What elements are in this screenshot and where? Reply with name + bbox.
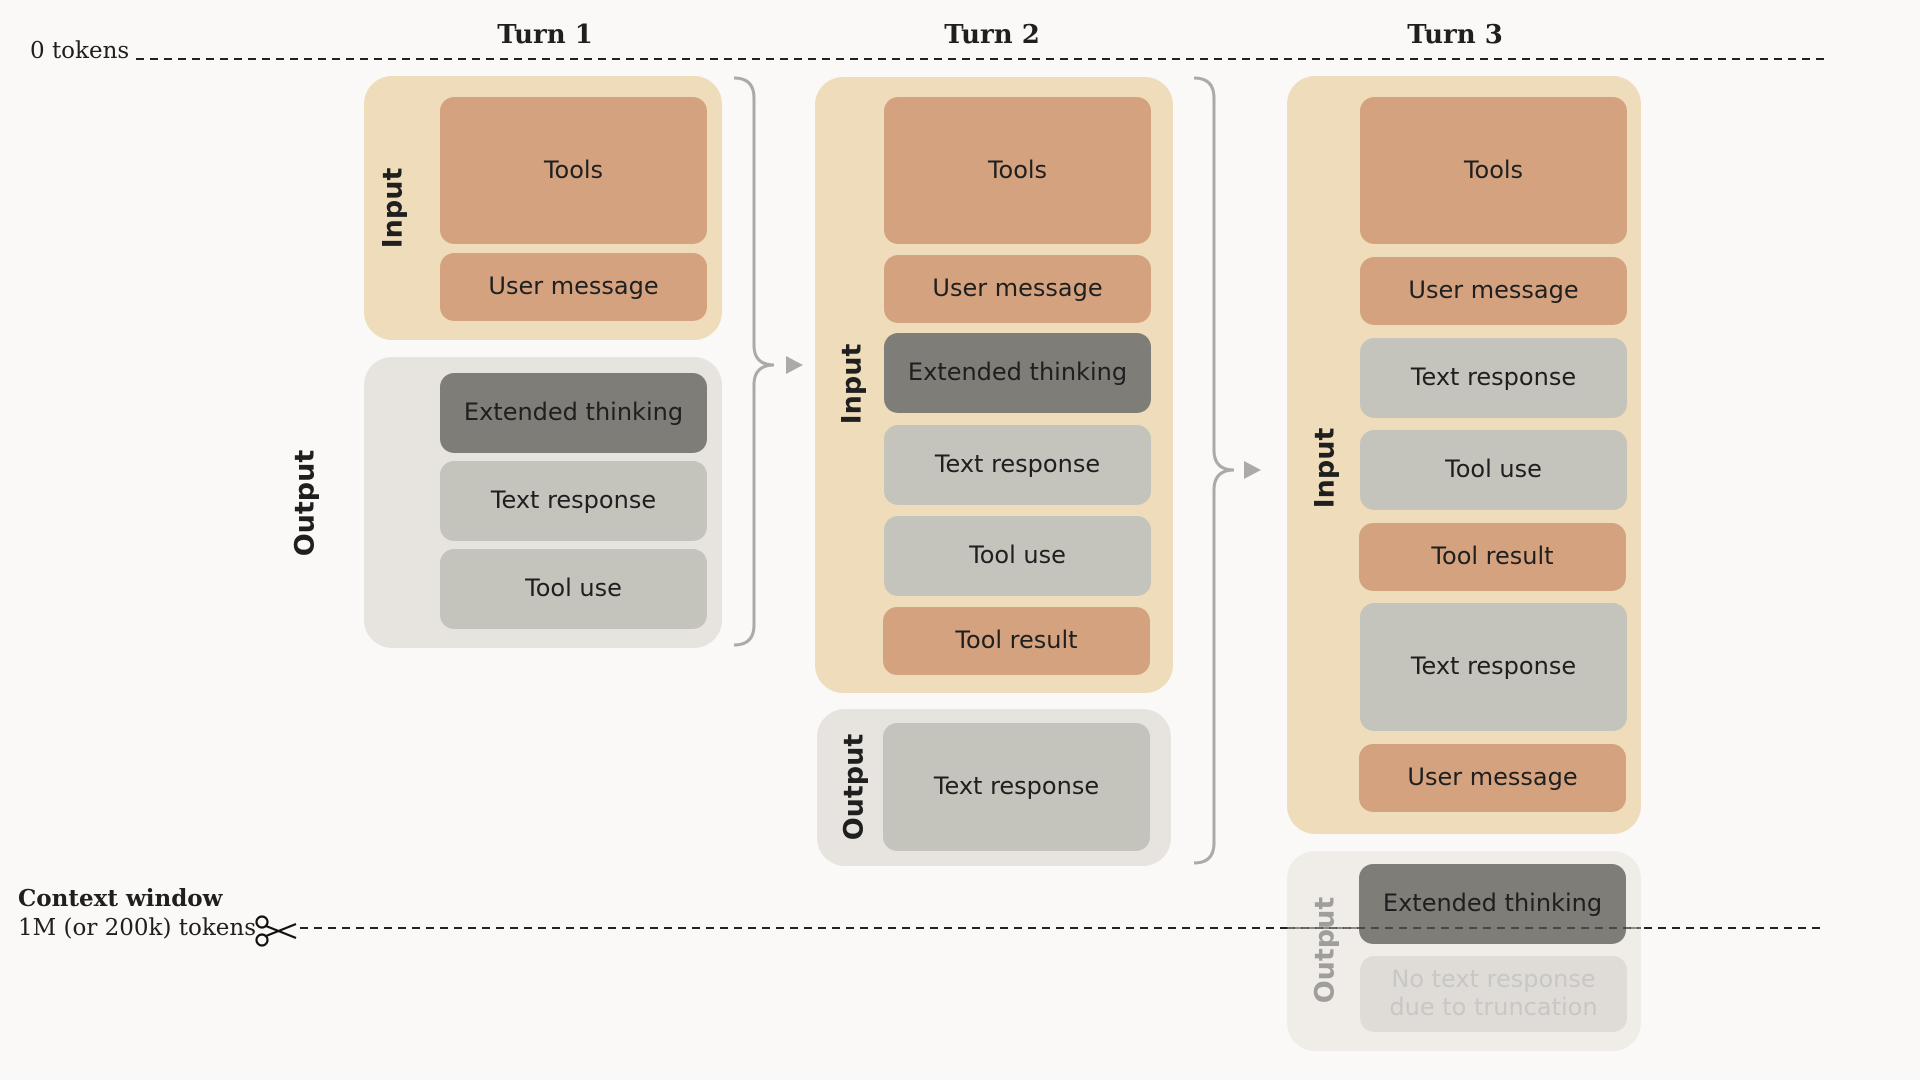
turn-1-title: Turn 1 [497,20,593,50]
turn-3-text-response-block: Text response [1360,338,1627,418]
turn-3-tool-use-block: Tool use [1360,430,1627,510]
turn-3-user-message-block: User message [1360,257,1627,325]
turn-3-title: Turn 3 [1407,20,1503,50]
context-window-title: Context window [18,885,223,912]
turn-3-tool-result-block: Tool result [1359,523,1626,591]
arrow-to-turn-2 [786,356,803,374]
zero-tokens-label: 0 tokens [30,38,130,64]
truncated-response-text: No text response due to truncation [1389,965,1598,1021]
turn-3-user-message-block-2: User message [1359,744,1626,812]
turn-2-text-response-block: Text response [884,425,1151,505]
turn-2-extended-thinking-block: Extended thinking [884,333,1151,413]
turn-3-tools-block: Tools [1360,97,1627,244]
turn-2-text-response-block-output: Text response [883,723,1150,851]
turn-1-tools-block: Tools [440,97,707,244]
turn-2-tools-block: Tools [884,97,1151,244]
turn-3-text-response-block-2: Text response [1360,603,1627,731]
turn-2-tool-use-block: Tool use [884,516,1151,596]
scissors-icon [255,915,297,947]
turn-2-title: Turn 2 [944,20,1040,50]
turn-1-user-message-block: User message [440,253,707,321]
turn-3-extended-thinking-block: Extended thinking [1359,864,1626,944]
turn-1-text-response-block: Text response [440,461,707,541]
turn-3-truncated-response-block: No text response due to truncation [1360,956,1627,1032]
turn-2-user-message-block: User message [884,255,1151,323]
context-window-tokens: 1M (or 200k) tokens [18,915,256,941]
turn-2-tool-result-block: Tool result [883,607,1150,675]
turn-1-tool-use-block: Tool use [440,549,707,629]
arrow-to-turn-3 [1244,461,1261,479]
turn-1-bracket [733,76,775,647]
turn-1-extended-thinking-block: Extended thinking [440,373,707,453]
turn-2-bracket [1193,76,1235,865]
